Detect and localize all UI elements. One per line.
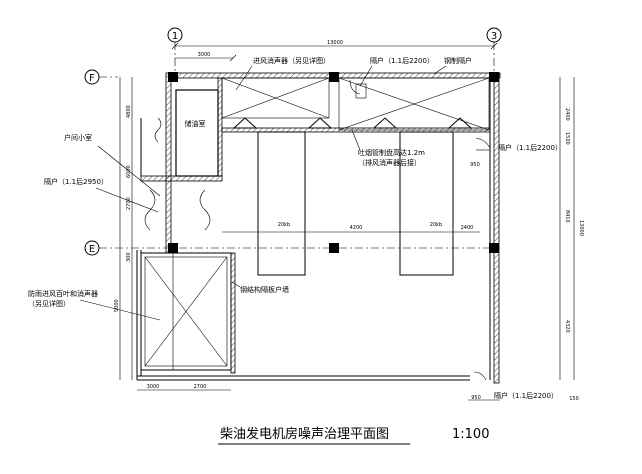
svg-text:2400: 2400 (461, 225, 474, 231)
svg-text:950: 950 (471, 395, 481, 401)
svg-text:20kb: 20kb (430, 222, 442, 228)
drawing-title: 柴油发电机房噪声治理平面图 1:100 (218, 426, 489, 445)
storage-label: 储油室 (185, 119, 206, 128)
svg-text:300: 300 (126, 252, 132, 262)
label-top-intake: 进风消声器（另见详图） (253, 56, 330, 65)
grid-label-f: F (89, 73, 95, 84)
label-sound-door: 钢制隔户 (444, 56, 472, 65)
svg-text:4320: 4320 (564, 320, 570, 333)
dim-bottom: 3000 2700 950 950 150 (137, 162, 579, 402)
grid-axis-f: F (84, 69, 118, 85)
label-wall-note: 钢结构隔板户墙 (240, 285, 289, 294)
grid-label-1: 1 (172, 31, 178, 42)
svg-text:20kb: 20kb (278, 222, 290, 228)
svg-text:3000: 3000 (198, 52, 211, 58)
grid-axis-3: 3 (486, 27, 502, 72)
right-door (475, 137, 491, 151)
svg-text:2700: 2700 (194, 384, 207, 390)
lower-intake-room (140, 252, 236, 374)
dim-right: 2400 1500 8410 4320 13000 (559, 77, 584, 380)
svg-text:4800: 4800 (126, 105, 132, 118)
label-left-note-2: （另见详图） (28, 299, 70, 308)
svg-text:13000: 13000 (327, 40, 343, 46)
label-top-door: 隔户（1.1后2200） (370, 56, 434, 65)
generator-2: 20kb (399, 131, 454, 276)
svg-text:950: 950 (470, 162, 480, 168)
silencer-partition (221, 117, 491, 133)
label-entry: 户间小室 (64, 133, 92, 142)
grid-label-3: 3 (491, 31, 497, 42)
svg-text:2400: 2400 (564, 108, 570, 121)
dim-top-left: 3000 (175, 52, 237, 62)
dim-inner: 4200 2400 (222, 225, 480, 233)
annotations: 进风消声器（另见详图） 隔户（1.1后2200） 钢制隔户 户间小室 隔户（1.… (28, 56, 562, 400)
label-right-door: 隔户（1.1后2200） (498, 143, 562, 152)
svg-text:1500: 1500 (564, 132, 570, 145)
svg-text:4200: 4200 (350, 225, 363, 231)
svg-text:13000: 13000 (578, 220, 584, 236)
dim-left: 4800 6000 2700 300 5000 (114, 77, 133, 380)
svg-text:2700: 2700 (126, 197, 132, 210)
bottom-door (473, 371, 487, 381)
svg-text:6000: 6000 (126, 165, 132, 178)
label-exhaust: 吐烟管制盘高达1.2m (358, 148, 425, 157)
title-text: 柴油发电机房噪声治理平面图 (220, 426, 389, 442)
svg-text:8410: 8410 (564, 210, 570, 223)
label-left-door: 隔户（1.1后2950） (44, 177, 108, 186)
storage-room: 储油室 (154, 77, 223, 177)
label-left-note-1: 防雨进风百叶和消声器 (28, 289, 98, 298)
title-scale: 1:100 (452, 427, 489, 442)
intake-silencer-x (221, 77, 490, 131)
entry-vestibule (140, 118, 223, 231)
svg-text:3000: 3000 (147, 384, 160, 390)
grid-axis-1: 1 (167, 27, 183, 72)
dim-top-overall: 13000 (171, 40, 498, 50)
label-bottom-door: 隔户（1.1后2200） (494, 391, 558, 400)
grid-label-e: E (89, 244, 95, 255)
structural-columns (168, 72, 499, 253)
svg-text:5000: 5000 (114, 299, 120, 312)
label-exhaust-2: （排风消声器后接） (358, 158, 421, 167)
generator-1: 20kb (257, 131, 306, 276)
svg-text:150: 150 (569, 396, 579, 402)
